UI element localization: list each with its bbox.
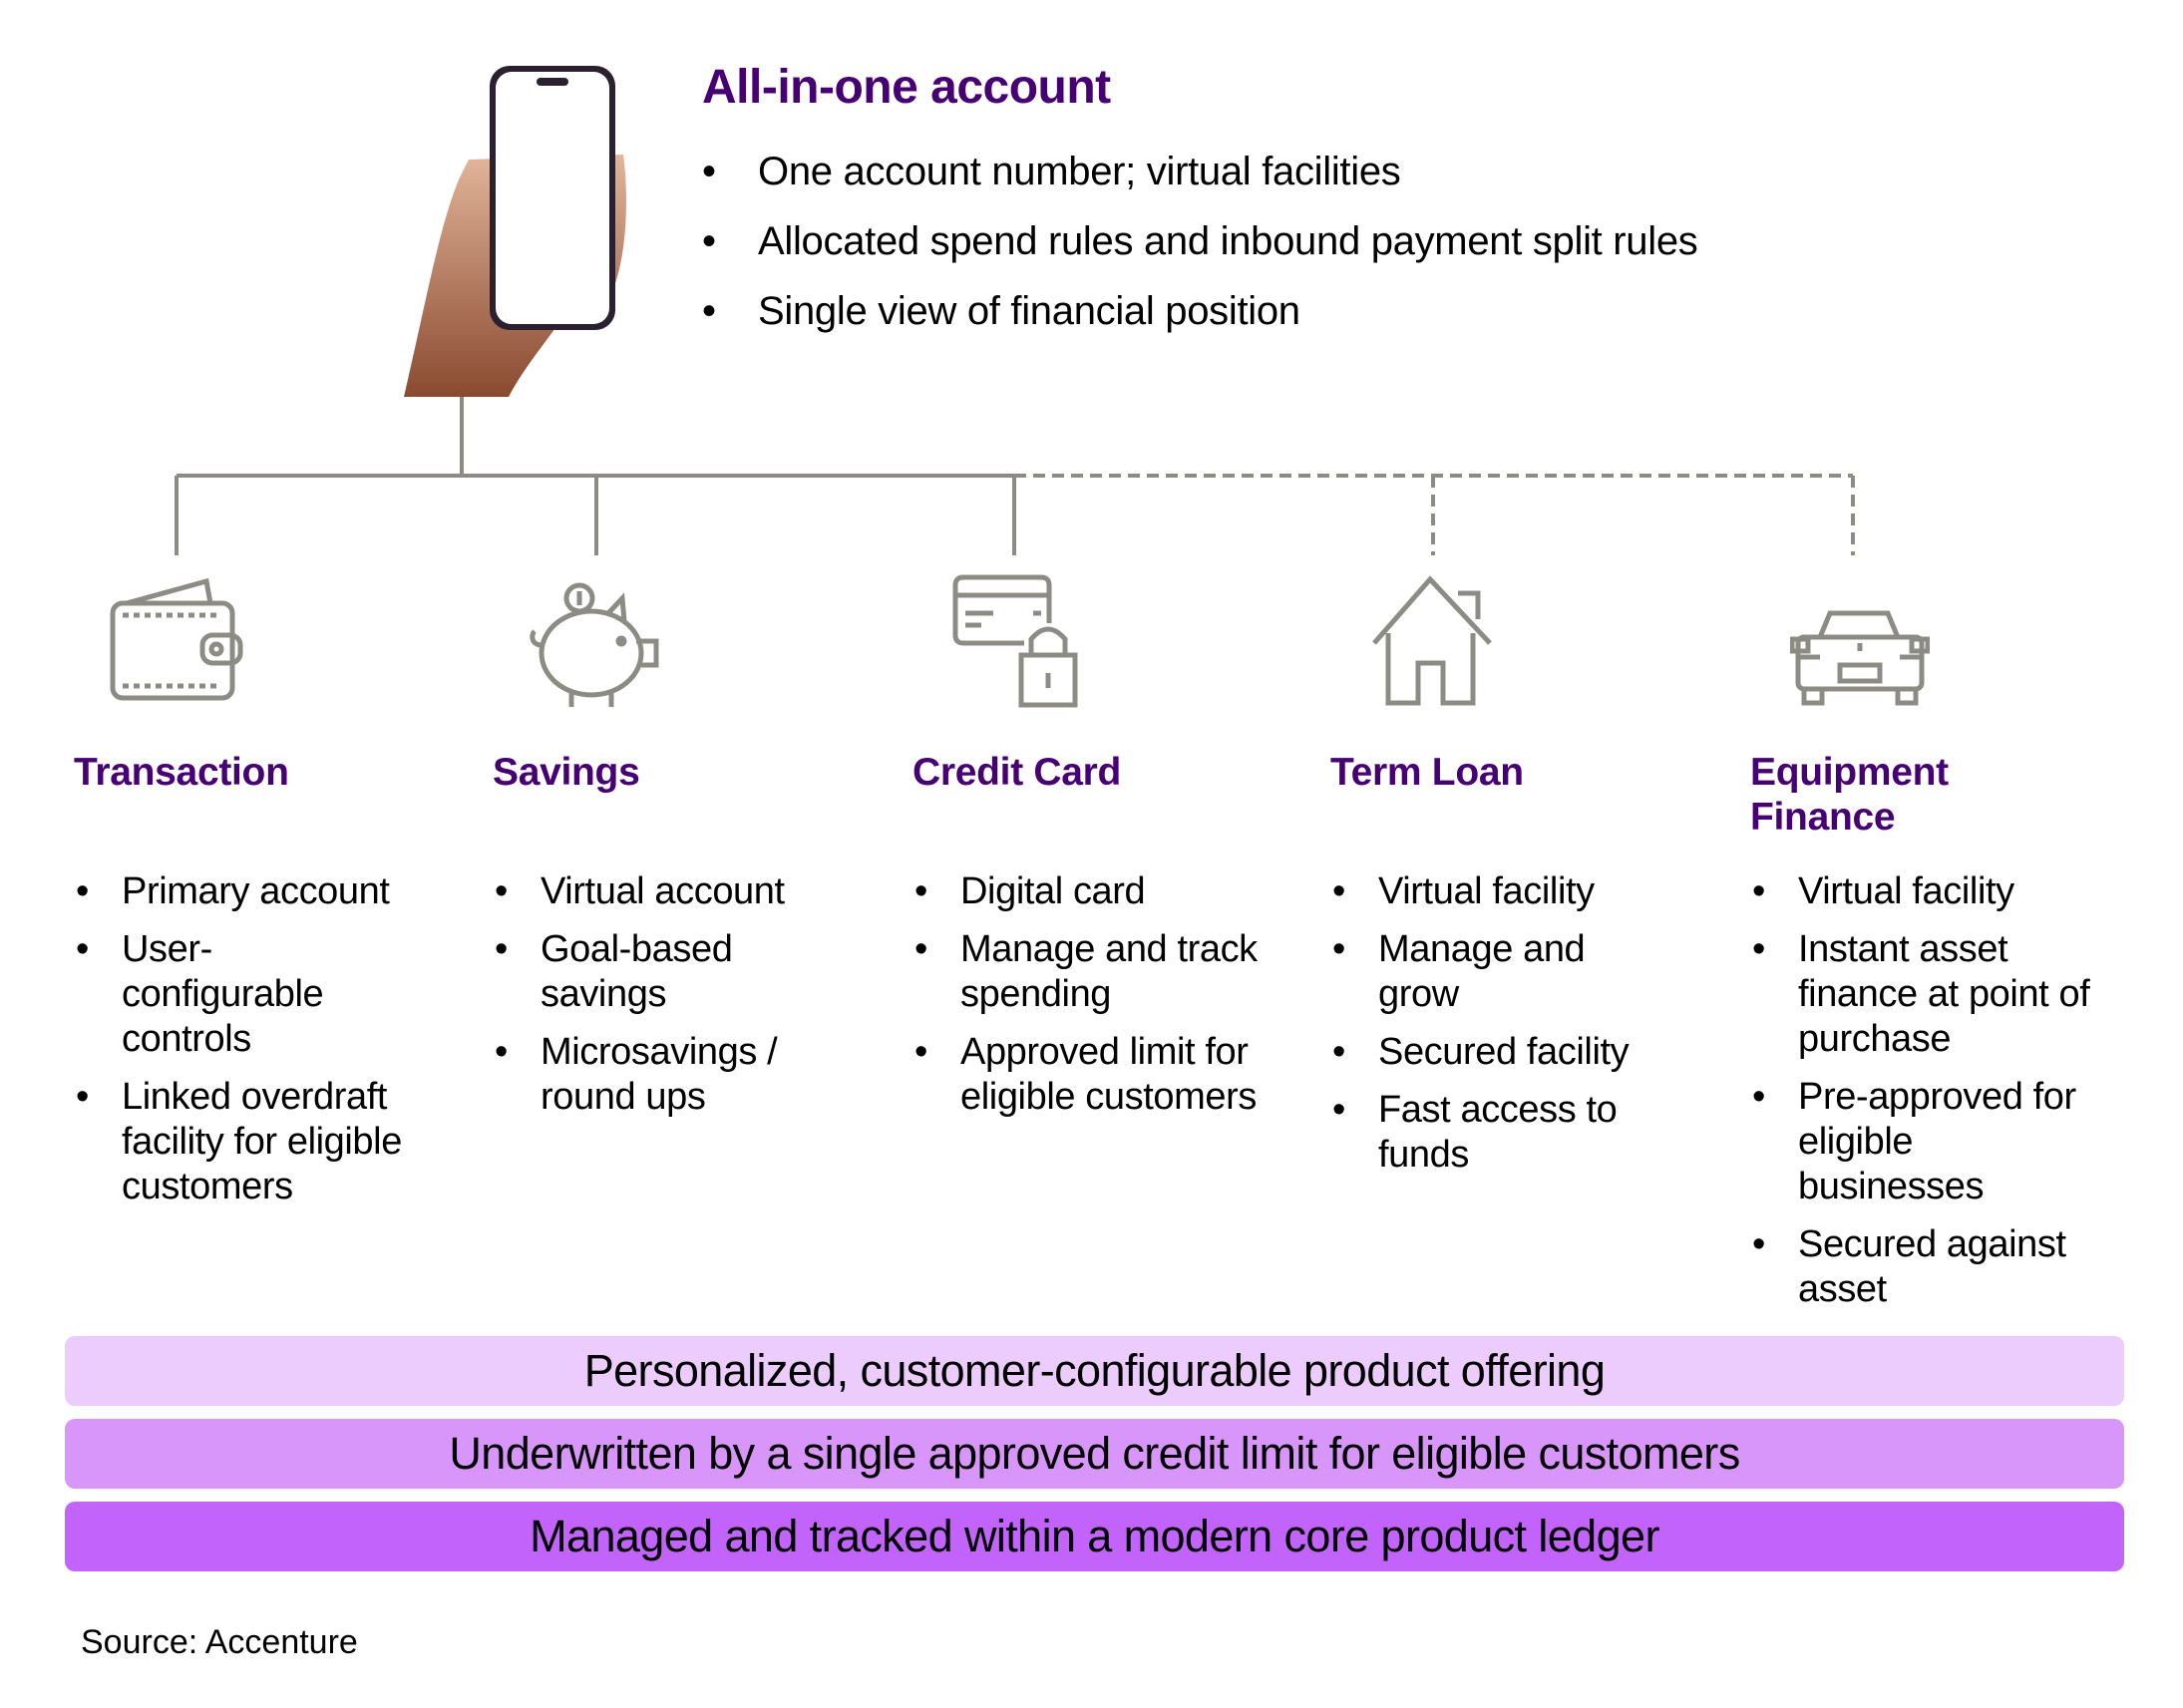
list-item: • Microsavings / round ups xyxy=(493,1030,870,1120)
wallet-icon xyxy=(110,577,243,701)
product-features-list: • Primary account • User-configurable cont… xyxy=(74,869,443,1209)
list-item: • Primary account xyxy=(74,869,443,914)
list-item: • Instant asset finance at point of purch… xyxy=(1750,927,2129,1062)
list-item: • Manage and grow xyxy=(1330,927,1667,1017)
list-item-text: Virtual facility xyxy=(1798,870,2014,912)
list-item-text: Instant asset finance at point of purcha… xyxy=(1798,928,2090,1060)
list-item-text: Approved limit for eligible customers xyxy=(960,1031,1257,1118)
list-item-text: Microsavings / round ups xyxy=(541,1031,778,1118)
bullet: • xyxy=(914,1031,927,1073)
list-item-text: Primary account xyxy=(122,870,390,912)
product-features-list: • Virtual account • Goal-based savings • Mi… xyxy=(493,869,862,1120)
car-icon xyxy=(1790,610,1930,706)
bullet: • xyxy=(1752,928,1765,970)
product-heading: Transaction xyxy=(74,751,289,794)
bullet: • xyxy=(76,1076,89,1118)
bullet: • xyxy=(1752,870,1765,912)
list-item: • Goal-based savings xyxy=(493,927,800,1017)
bullet: • xyxy=(1332,1089,1345,1131)
bullet: • xyxy=(495,1031,508,1073)
piggy-bank-icon xyxy=(530,582,659,707)
phone-in-hand-image xyxy=(404,66,626,397)
bullet: • xyxy=(1752,1223,1765,1265)
bullet: • xyxy=(1752,1076,1765,1118)
credit-card-lock-icon xyxy=(952,574,1078,708)
foundation-bar-ledger: Managed and tracked within a modern core… xyxy=(65,1502,2124,1571)
list-item: • Virtual facility xyxy=(1330,869,1699,914)
list-item: • Manage and track spending xyxy=(912,927,1281,1017)
source-note: Source: Accenture xyxy=(81,1623,358,1661)
list-item: • Approved limit for eligible customers xyxy=(912,1030,1281,1120)
bullet: • xyxy=(1332,870,1345,912)
foundation-bar-credit-limit: Underwritten by a single approved credit… xyxy=(65,1419,2124,1489)
bullet: • xyxy=(1332,1031,1345,1073)
list-item: • Secured facility xyxy=(1330,1030,1699,1075)
list-item-text: Linked overdraft facility for eligible c… xyxy=(122,1076,402,1207)
list-item: • Digital card xyxy=(912,869,1281,914)
list-item: • Allocated spend rules and inbound payme… xyxy=(698,214,1698,284)
list-item-text: Virtual account xyxy=(541,870,785,912)
list-item-text: User-configurable controls xyxy=(122,928,324,1060)
product-column-equipment-finance: Equipment Finance • Virtual facility • Ins… xyxy=(1750,750,2129,1325)
list-item-text: Secured against asset xyxy=(1798,1223,2066,1310)
product-column-credit-card: Credit Card • Digital card • Manage and tr… xyxy=(912,750,1281,1133)
bullet: • xyxy=(702,150,716,193)
bullet: • xyxy=(914,928,927,970)
bullet: • xyxy=(702,289,716,333)
list-item: • Linked overdraft facility for eligible … xyxy=(74,1075,421,1209)
list-item: • Secured against asset xyxy=(1750,1222,2129,1312)
list-item-text: Goal-based savings xyxy=(541,928,733,1015)
list-item-text: Virtual facility xyxy=(1378,870,1595,912)
list-item: • One account number; virtual facilities xyxy=(698,145,1697,214)
product-heading: Savings xyxy=(493,751,640,794)
list-item: • Virtual account xyxy=(493,869,862,914)
page-title: All-in-one account xyxy=(702,61,1111,114)
list-item-text: Manage and grow xyxy=(1378,928,1586,1015)
bullet: • xyxy=(702,219,716,263)
list-item-text: Manage and track spending xyxy=(960,928,1258,1015)
product-features-list: • Virtual facility • Instant asset finance… xyxy=(1750,869,2129,1312)
list-item-text: Fast access to funds xyxy=(1378,1089,1618,1176)
product-heading: Term Loan xyxy=(1330,751,1524,794)
foundation-bar-personalized: Personalized, customer-configurable prod… xyxy=(65,1336,2124,1406)
list-item-text: Single view of financial position xyxy=(758,289,1300,333)
list-item-text: Pre-approved for eligible businesses xyxy=(1798,1076,2076,1207)
product-features-list: • Virtual facility • Manage and grow • Secu… xyxy=(1330,869,1699,1178)
list-item-text: Secured facility xyxy=(1378,1031,1630,1073)
product-heading: Credit Card xyxy=(912,751,1122,794)
list-item-text: Allocated spend rules and inbound paymen… xyxy=(758,219,1698,263)
bullet: • xyxy=(914,870,927,912)
bullet: • xyxy=(76,928,89,970)
connector-tree xyxy=(175,397,1855,555)
product-column-transaction: Transaction • Primary account • User-confi… xyxy=(74,750,443,1222)
bullet: • xyxy=(495,928,508,970)
product-column-term-loan: Term Loan • Virtual facility • Manage and … xyxy=(1330,750,1699,1191)
list-item: • Pre-approved for eligible businesses xyxy=(1750,1075,2097,1209)
list-item: • Fast access to funds xyxy=(1330,1088,1697,1178)
list-item: • Virtual facility xyxy=(1750,869,2129,914)
product-heading: Equipment Finance xyxy=(1750,751,1949,839)
list-item: • User-configurable controls xyxy=(74,927,361,1062)
house-icon xyxy=(1372,575,1492,706)
bullet: • xyxy=(495,870,508,912)
bullet: • xyxy=(76,870,89,912)
product-features-list: • Digital card • Manage and track spending… xyxy=(912,869,1281,1120)
list-item: • Single view of financial position xyxy=(698,284,1697,354)
bullet: • xyxy=(1332,928,1345,970)
list-item-text: Digital card xyxy=(960,870,1146,912)
account-features-list: •One account number; virtual facilities … xyxy=(698,145,1698,354)
list-item-text: One account number; virtual facilities xyxy=(758,150,1401,193)
product-column-savings: Savings • Virtual account • Goal-based sav… xyxy=(493,750,862,1133)
